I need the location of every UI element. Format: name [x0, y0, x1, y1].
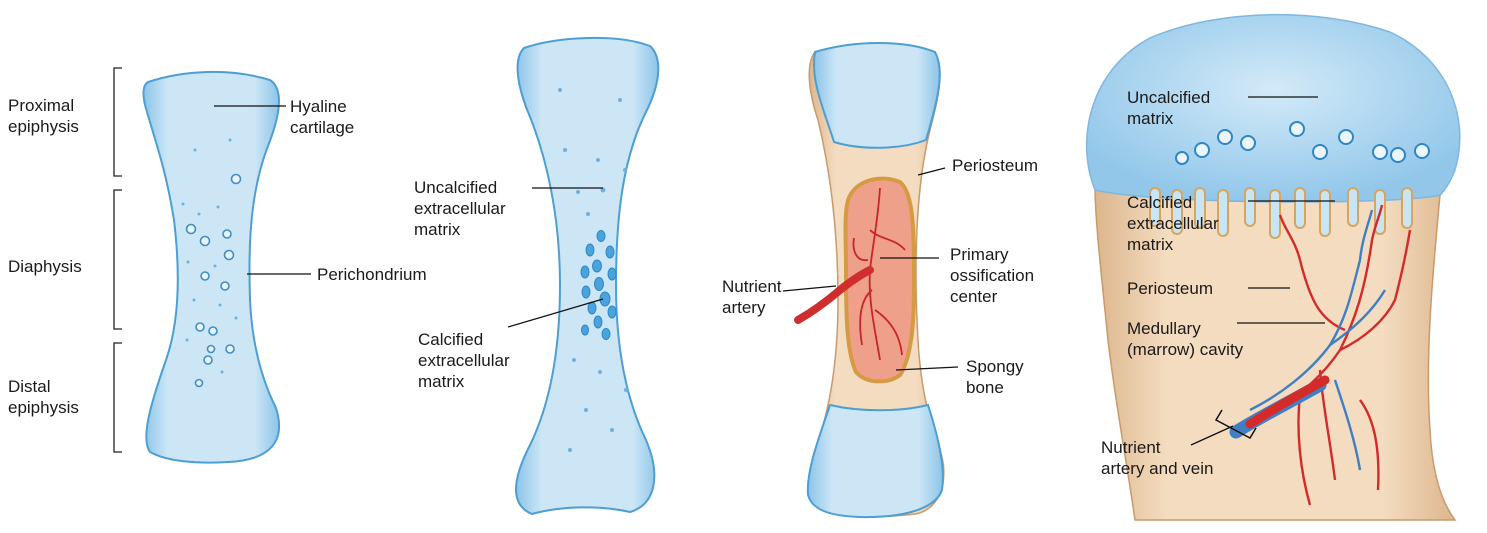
label-proximal-epiphysis: Proximal epiphysis	[8, 95, 79, 137]
stage3-cartilage-bottom	[808, 405, 943, 517]
bracket-proximal	[114, 68, 122, 176]
label-uncalcified-extracellular-matrix: Uncalcified extracellular matrix	[414, 177, 506, 240]
label-calcified-extracellular-matrix: Calcified extracellular matrix	[418, 329, 510, 392]
bracket-distal	[114, 343, 122, 452]
bracket-diaphysis	[114, 190, 122, 329]
label-nutrient-artery: Nutrient artery	[722, 276, 782, 318]
leader-nutrient-artery-s3	[783, 286, 836, 291]
stage1-cartilage-model	[143, 72, 279, 463]
label-periosteum-stage3: Periosteum	[952, 155, 1038, 176]
label-diaphysis: Diaphysis	[8, 256, 82, 277]
label-calcified-extracellular-matrix-stage4: Calcified extracellular matrix	[1127, 192, 1219, 255]
label-spongy-bone: Spongy bone	[966, 356, 1024, 398]
label-medullary-cavity: Medullary (marrow) cavity	[1127, 318, 1243, 360]
stage1-brackets	[114, 68, 122, 452]
cartilage-model-shape	[143, 72, 279, 463]
label-primary-ossification-center: Primary ossification center	[950, 244, 1034, 307]
label-perichondrium: Perichondrium	[317, 264, 427, 285]
stage3-cartilage-top	[814, 43, 940, 148]
label-periosteum-stage4: Periosteum	[1127, 278, 1213, 299]
label-hyaline-cartilage: Hyaline cartilage	[290, 96, 354, 138]
label-distal-epiphysis: Distal epiphysis	[8, 376, 79, 418]
label-uncalcified-matrix: Uncalcified matrix	[1127, 87, 1210, 129]
stage3-primary-ossification	[798, 43, 944, 517]
label-nutrient-artery-and-vein: Nutrient artery and vein	[1101, 437, 1213, 479]
stage2-calcifying-model	[516, 38, 658, 514]
